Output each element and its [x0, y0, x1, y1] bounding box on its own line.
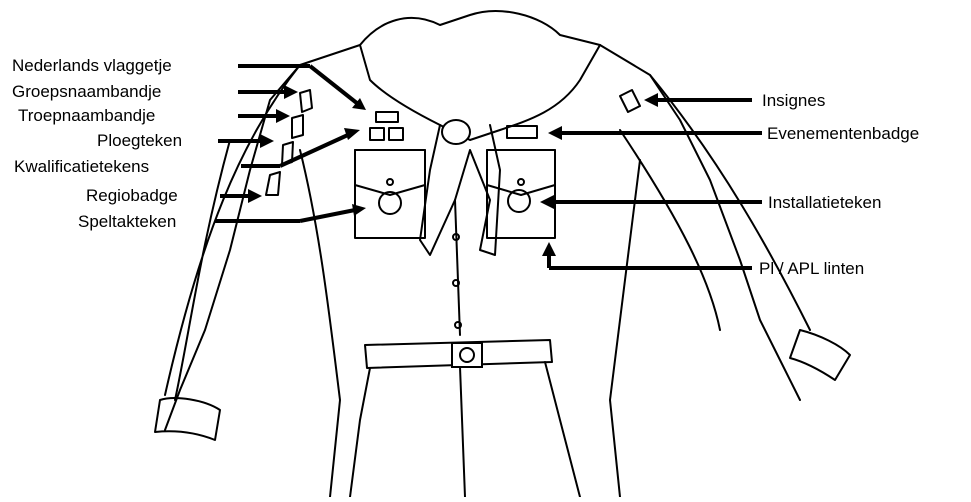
label-insignes: Insignes [762, 92, 825, 109]
left-pocket-flap [355, 150, 425, 195]
trouser-right [545, 362, 580, 497]
qualification-badge [370, 128, 384, 140]
label-pl-apl-linten: Pl / APL linten [759, 260, 864, 277]
collar [360, 11, 600, 140]
label-installatieteken: Installatieteken [768, 194, 881, 211]
shirt-button [455, 322, 461, 328]
sleeve-badge-region [266, 172, 280, 195]
flag-badge [376, 112, 398, 122]
event-badge [507, 126, 537, 138]
label-troepnaambandje: Troepnaambandje [18, 107, 155, 124]
label-speltakteken: Speltakteken [78, 213, 176, 230]
label-regiobadge: Regiobadge [86, 187, 178, 204]
trouser-left [350, 368, 370, 497]
arrows-right [540, 93, 762, 268]
torso-left-side [300, 150, 340, 497]
woggle [442, 120, 470, 144]
right-cuff [790, 330, 850, 380]
label-evenementenbadge: Evenementenbadge [767, 125, 919, 142]
torso-right-side [610, 160, 640, 497]
placket [455, 200, 460, 335]
sleeve-badge-group [300, 90, 312, 112]
label-nederlands-vlaggetje: Nederlands vlaggetje [12, 57, 172, 74]
left-cuff [155, 398, 220, 440]
label-kwalificatietekens: Kwalificatietekens [14, 158, 149, 175]
shirt-button [453, 280, 459, 286]
insignia-badge [620, 90, 640, 112]
belt-buckle [452, 343, 482, 367]
right-pocket-button [518, 179, 524, 185]
right-pocket-badge [508, 190, 530, 212]
left-pocket-button [387, 179, 393, 185]
label-ploegteken: Ploegteken [97, 132, 182, 149]
label-groepsnaambandje: Groepsnaambandje [12, 83, 161, 100]
trouser-center [460, 367, 465, 497]
qualification-badge [389, 128, 403, 140]
sleeve-badge-troop [292, 115, 303, 138]
